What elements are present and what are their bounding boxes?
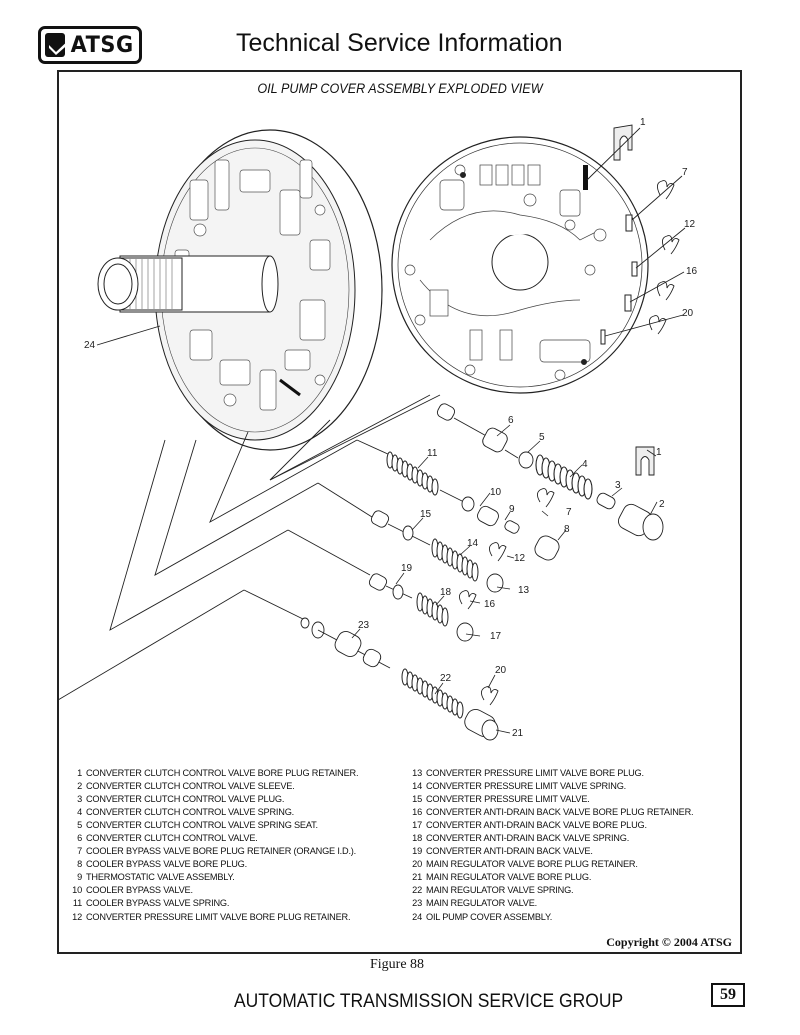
- valve-train-converter-clutch: [436, 403, 664, 541]
- callout: 14: [467, 538, 479, 549]
- valve-train-pressure-limit: [370, 510, 507, 593]
- callout-numbers: 1 7 12 16 20 24 6 5 4 1 3 2 11 10 9 7 8 …: [84, 117, 698, 739]
- callout: 19: [401, 563, 413, 574]
- page-number: 59: [711, 983, 745, 1007]
- callout: 18: [440, 587, 452, 598]
- callout: 9: [509, 504, 515, 515]
- callout: 21: [512, 728, 524, 739]
- checkmark-icon: [45, 33, 72, 57]
- retainer-clips: [586, 124, 686, 337]
- figure-frame: [57, 70, 742, 954]
- atsg-logo: ATSG: [38, 26, 142, 64]
- callout: 12: [514, 553, 526, 564]
- copyright-notice: Copyright © 2004 ATSG: [606, 935, 732, 949]
- callout: 16: [484, 599, 496, 610]
- callout: 16: [686, 266, 698, 277]
- callout: 2: [659, 499, 665, 510]
- callout: 1: [656, 447, 662, 458]
- callout: 15: [420, 509, 432, 520]
- valve-train-anti-drain-back: [368, 573, 477, 642]
- callout: 6: [508, 415, 514, 426]
- leader-lines: [58, 325, 441, 701]
- callout: 1: [640, 117, 646, 128]
- callout: 10: [490, 487, 502, 498]
- callout: 7: [566, 507, 572, 518]
- callout: 4: [582, 459, 588, 470]
- valve-train-main-regulator: [300, 617, 499, 741]
- callout: 20: [682, 308, 694, 319]
- callout: 17: [490, 631, 502, 642]
- callout: 22: [440, 673, 452, 684]
- exploded-view-diagram: 1 7 12 16 20 24 6 5 4 1 3 2 11 10 9 7 8 …: [58, 117, 698, 741]
- logo-text: ATSG: [70, 32, 134, 58]
- footer-title: AUTOMATIC TRANSMISSION SERVICE GROUP: [234, 991, 624, 1012]
- callout: 20: [495, 665, 507, 676]
- callout-leaders: [351, 424, 658, 734]
- valve-train-cooler-bypass: [386, 451, 560, 561]
- figure-label: Figure 88: [370, 957, 425, 972]
- callout: 7: [682, 167, 688, 178]
- callout: 3: [615, 480, 621, 491]
- callout: 13: [518, 585, 530, 596]
- callout: 23: [358, 620, 370, 631]
- callout: 11: [427, 448, 438, 459]
- cover-plate-face: [391, 136, 649, 394]
- pump-cover-assembly: [97, 129, 383, 451]
- figure-title: OIL PUMP COVER ASSEMBLY EXPLODED VIEW: [257, 80, 543, 96]
- callout: 12: [684, 219, 696, 230]
- callout: 24: [84, 340, 96, 351]
- page-header-title: Technical Service Information: [236, 29, 563, 57]
- callout: 8: [564, 524, 570, 535]
- callout: 5: [539, 432, 545, 443]
